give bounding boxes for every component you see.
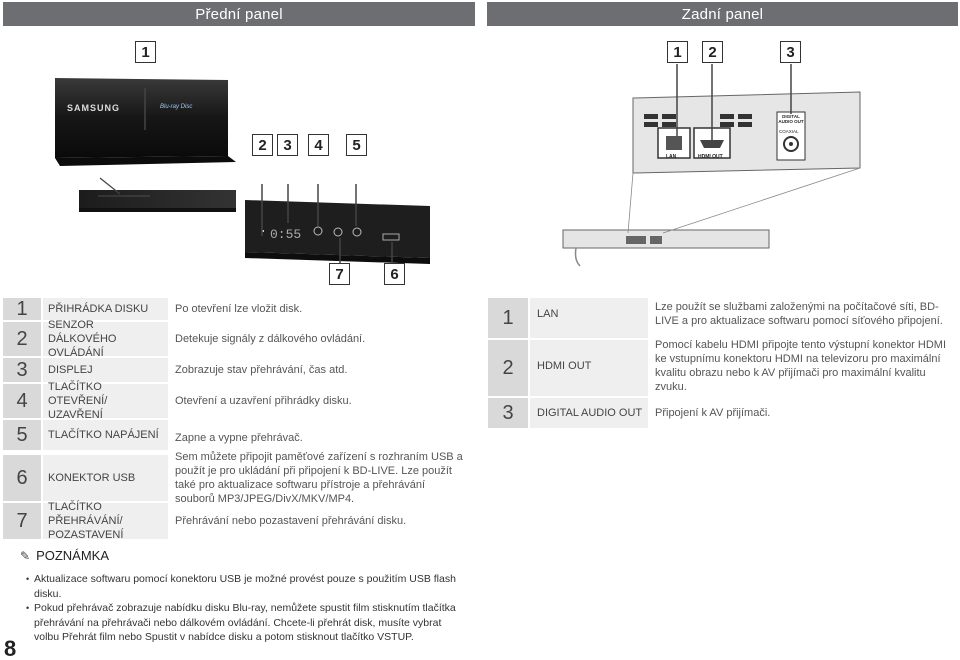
rear-row-3-desc: Připojení k AV přijímači. bbox=[655, 407, 771, 419]
rear-panel-title: Zadní panel bbox=[681, 5, 764, 23]
front-row-5-number: 5 bbox=[16, 423, 28, 446]
front-row-6-desc: Sem můžete připojit paměťové zařízení s … bbox=[175, 451, 463, 505]
front-row-6-number: 6 bbox=[16, 466, 28, 489]
front-panel-illustration: 0:55 bbox=[55, 78, 430, 264]
rear-row-1-number: 1 bbox=[502, 306, 514, 329]
front-row-6-num-bg bbox=[3, 455, 41, 501]
front-row-5-num-bg bbox=[3, 420, 41, 450]
front-callout-5: 5 bbox=[346, 134, 367, 156]
note-list: Aktualizace softwaru pomocí konektoru US… bbox=[26, 572, 466, 645]
rear-row-3-name: DIGITAL AUDIO OUT bbox=[537, 407, 643, 419]
note-heading: ✎ POZNÁMKA bbox=[20, 548, 109, 563]
pencil-icon: ✎ bbox=[20, 548, 31, 563]
front-row-6-name: KONEKTOR USB bbox=[48, 472, 136, 484]
rear-label-digital: DIGITAL AUDIO OUT bbox=[778, 114, 804, 124]
front-row-3-number: 3 bbox=[16, 358, 28, 381]
rear-row-2-name: HDMI OUT bbox=[537, 360, 592, 372]
front-row-4-num-bg bbox=[3, 384, 41, 418]
page-number: 8 bbox=[4, 636, 17, 660]
front-row-5-name: TLAČÍTKO NAPÁJENÍ bbox=[48, 429, 159, 441]
player-brand: SAMSUNG bbox=[67, 103, 121, 113]
front-row-3-num-bg bbox=[3, 358, 41, 382]
rear-row-3-number: 3 bbox=[502, 401, 514, 424]
rear-callout-1: 1 bbox=[667, 41, 688, 63]
front-callout-2: 2 bbox=[252, 134, 273, 156]
front-panel-banner: Přední panel bbox=[3, 2, 475, 26]
front-row-4-name: TLAČÍTKO OTEVŘENÍ/ UZAVŘENÍ bbox=[48, 381, 108, 421]
player-front bbox=[79, 190, 236, 208]
front-row-2-num-bg bbox=[3, 322, 41, 356]
rear-panel-illustration bbox=[562, 64, 861, 267]
rear-label-hdmi: HDMI OUT bbox=[698, 154, 723, 160]
front-row-1-num-bg bbox=[3, 298, 41, 320]
front-row-7-name: TLAČÍTKO PŘEHRÁVÁNÍ/ POZASTAVENÍ bbox=[48, 501, 124, 541]
front-row-2-name: SENZOR DÁLKOVÉHO OVLÁDÁNÍ bbox=[48, 319, 117, 359]
player-top bbox=[55, 78, 228, 158]
rear-panel-banner: Zadní panel bbox=[487, 2, 958, 26]
front-row-7-number: 7 bbox=[16, 509, 28, 532]
rear-row-1-desc: Lze použít se službami založenými na poč… bbox=[655, 301, 943, 327]
front-row-3-name: DISPLEJ bbox=[48, 364, 93, 376]
rear-label-lan: LAN bbox=[666, 154, 677, 160]
front-callout-3: 3 bbox=[277, 134, 298, 156]
rear-device-small bbox=[562, 229, 770, 249]
front-row-7-num-bg bbox=[3, 503, 41, 539]
front-row-1-desc: Po otevření lze vložit disk. bbox=[175, 303, 303, 315]
front-panel-title: Přední panel bbox=[195, 5, 283, 23]
eject-button-icon bbox=[313, 226, 323, 236]
note-item-2: Pokud přehrávač zobrazuje nabídku disku … bbox=[26, 601, 466, 645]
front-row-4-desc: Otevření a uzavření přihrádky disku. bbox=[175, 395, 352, 407]
front-callout-4: 4 bbox=[308, 134, 329, 156]
rear-row-1-name: LAN bbox=[537, 308, 559, 320]
front-row-2-number: 2 bbox=[16, 327, 28, 350]
player-logo: Blu-ray Disc bbox=[160, 104, 193, 110]
note-item-1: Aktualizace softwaru pomocí konektoru US… bbox=[26, 572, 466, 601]
front-row-2-desc: Detekuje signály z dálkového ovládání. bbox=[175, 333, 366, 345]
front-row-5-desc: Zapne a vypne přehrávač. bbox=[175, 432, 303, 444]
play-pause-button-icon bbox=[333, 227, 343, 237]
front-row-1-name: PŘIHRÁDKA DISKU bbox=[48, 303, 149, 315]
rear-label-coaxial: COAXIAL bbox=[779, 129, 799, 134]
note-title: POZNÁMKA bbox=[36, 548, 110, 563]
power-button-icon bbox=[352, 227, 362, 237]
front-callout-7: 7 bbox=[329, 263, 350, 285]
rear-callout-2: 2 bbox=[702, 41, 723, 63]
usb-port-icon bbox=[382, 233, 400, 241]
front-row-3-desc: Zobrazuje stav přehrávání, čas atd. bbox=[175, 364, 348, 376]
front-row-7-desc: Přehrávání nebo pozastavení přehrávání d… bbox=[175, 515, 407, 527]
zoom-panel bbox=[245, 200, 430, 258]
front-row-4-number: 4 bbox=[16, 389, 28, 412]
front-callout-6: 6 bbox=[384, 263, 405, 285]
rear-callout-3: 3 bbox=[780, 41, 801, 63]
front-row-1-number: 1 bbox=[16, 297, 28, 320]
display-digits: 0:55 bbox=[270, 227, 301, 242]
rear-row-2-desc: Pomocí kabelu HDMI připojte tento výstup… bbox=[655, 339, 947, 393]
rear-row-2-number: 2 bbox=[502, 356, 514, 379]
front-callout-1: 1 bbox=[135, 41, 156, 63]
